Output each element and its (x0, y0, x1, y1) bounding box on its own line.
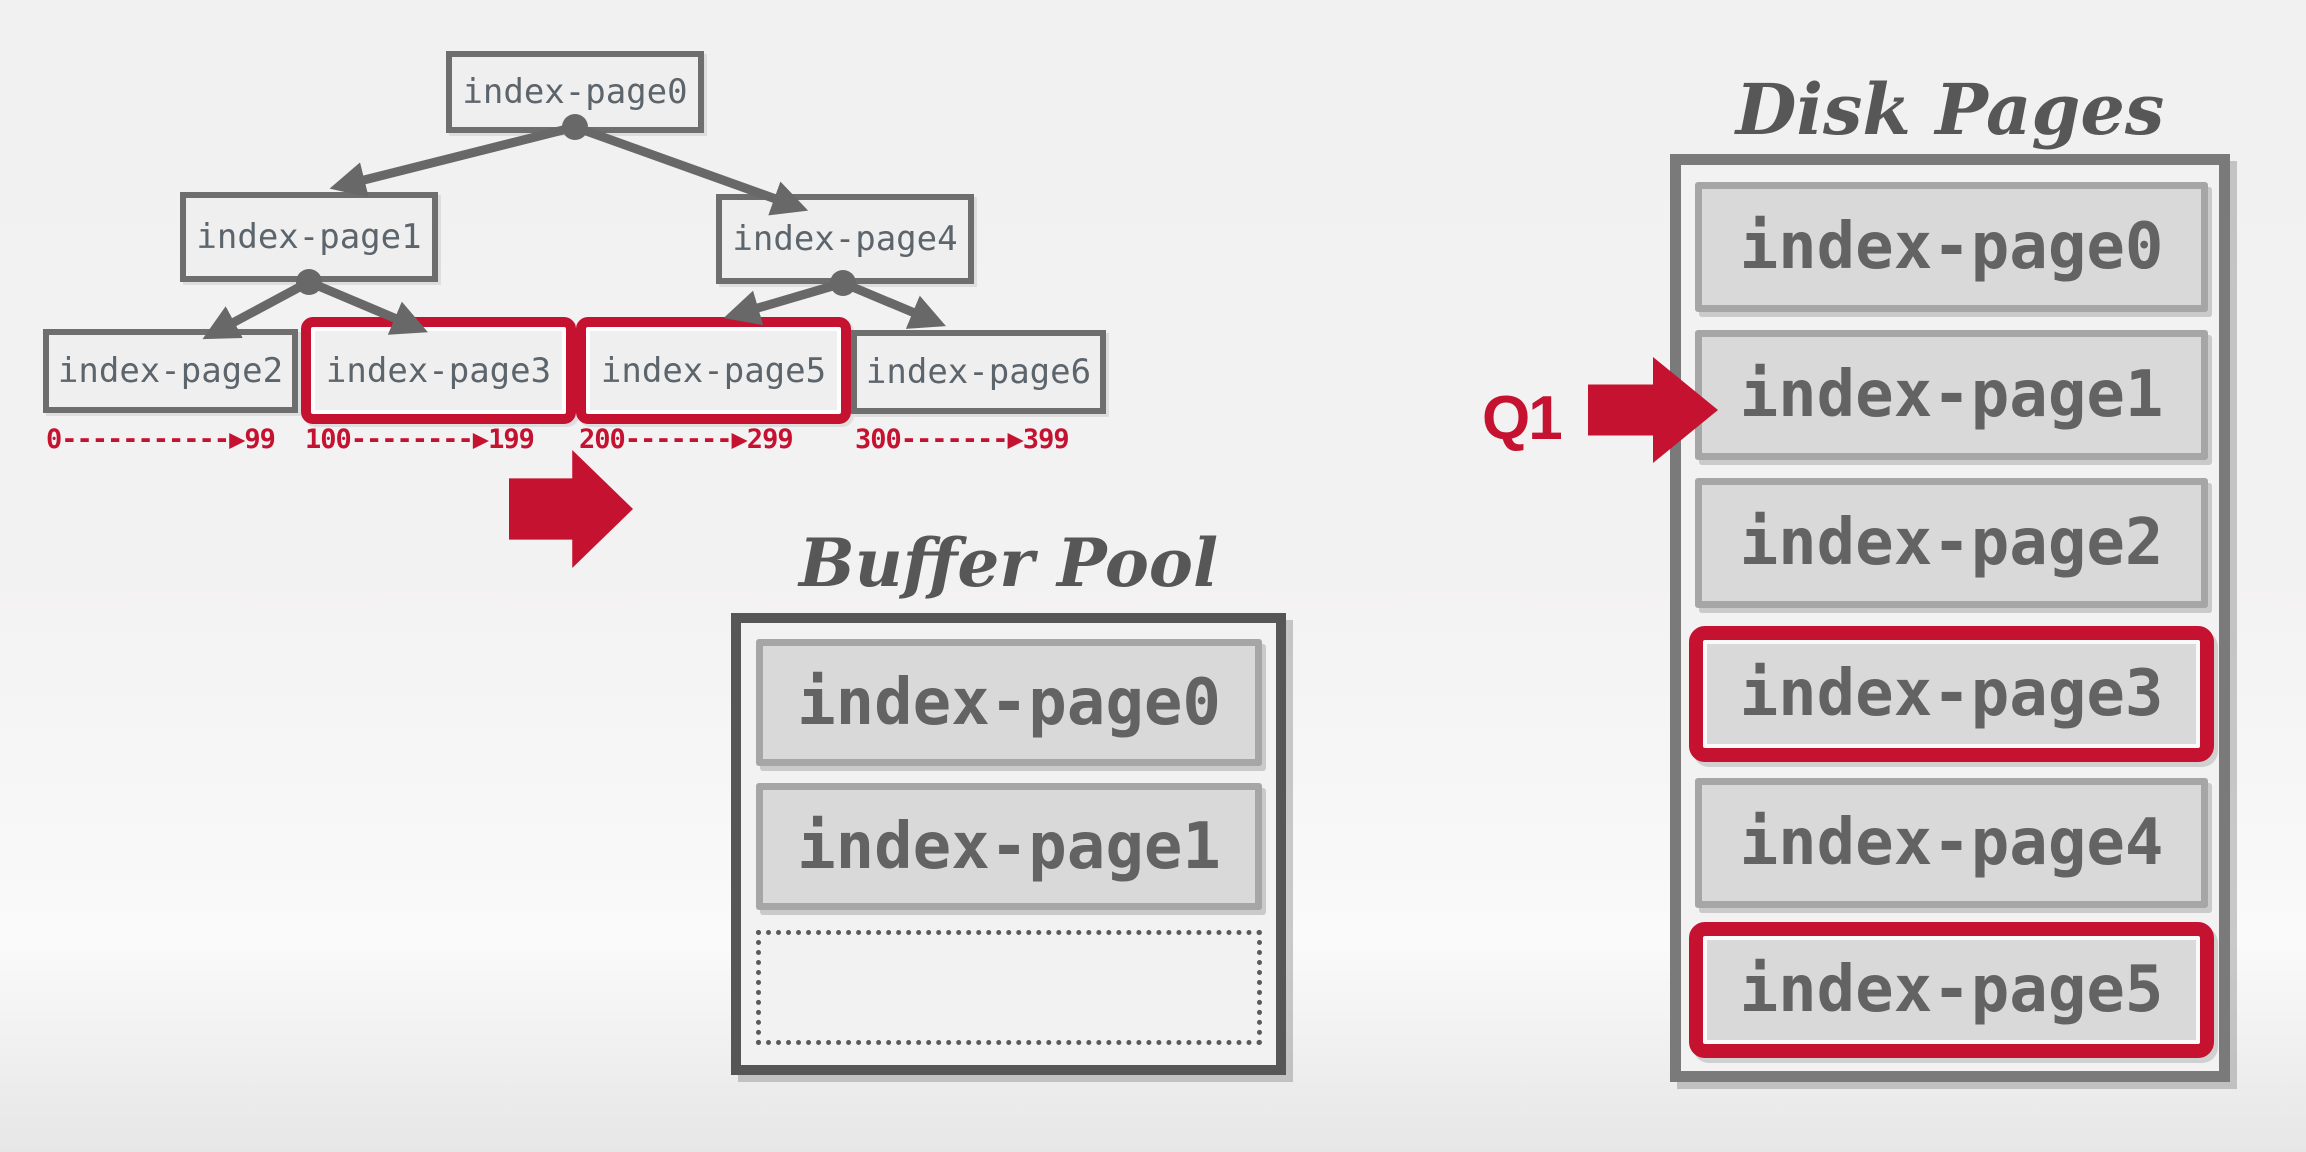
tree-node-index-page1: index-page1 (180, 192, 438, 282)
disk-slot-index-page3-highlighted: index-page3 (1689, 626, 2214, 762)
tree-leaf-index-page6: index-page6 (851, 330, 1106, 414)
query-q1-label: Q1 (1482, 384, 1563, 453)
key-range-label-100-199: 100--------▶199 (305, 424, 535, 455)
tree-node-index-page0: index-page0 (446, 51, 704, 133)
disk-slot-index-page0: index-page0 (1695, 182, 2208, 312)
flow-arrow-tree-to-buffer-pool-icon (509, 450, 633, 568)
key-range-label-0-99: 0-----------▶99 (46, 424, 276, 455)
tree-leaf-index-page2: index-page2 (43, 329, 298, 413)
disk-slot-index-page2: index-page2 (1695, 478, 2208, 608)
buffer-slot-index-page1: index-page1 (756, 783, 1262, 910)
buffer-slot-empty (756, 930, 1262, 1045)
disk-pages-title: Disk Pages (1735, 68, 2165, 151)
tree-node-index-page4: index-page4 (716, 194, 974, 284)
buffer-pool-panel: index-page0 index-page1 (731, 613, 1286, 1075)
key-range-label-200-299: 200-------▶299 (579, 424, 794, 455)
disk-slot-index-page5-highlighted: index-page5 (1689, 922, 2214, 1058)
buffer-slot-index-page0: index-page0 (756, 639, 1262, 766)
disk-pages-panel: index-page0 index-page1 index-page2 inde… (1670, 154, 2230, 1082)
buffer-pool-title: Buffer Pool (798, 524, 1219, 602)
tree-leaf-index-page3-highlighted: index-page3 (301, 317, 576, 424)
disk-slot-index-page4: index-page4 (1695, 778, 2208, 908)
tree-leaf-index-page5-highlighted: index-page5 (576, 317, 851, 424)
key-range-label-300-399: 300-------▶399 (855, 424, 1070, 455)
disk-slot-index-page1: index-page1 (1695, 330, 2208, 460)
